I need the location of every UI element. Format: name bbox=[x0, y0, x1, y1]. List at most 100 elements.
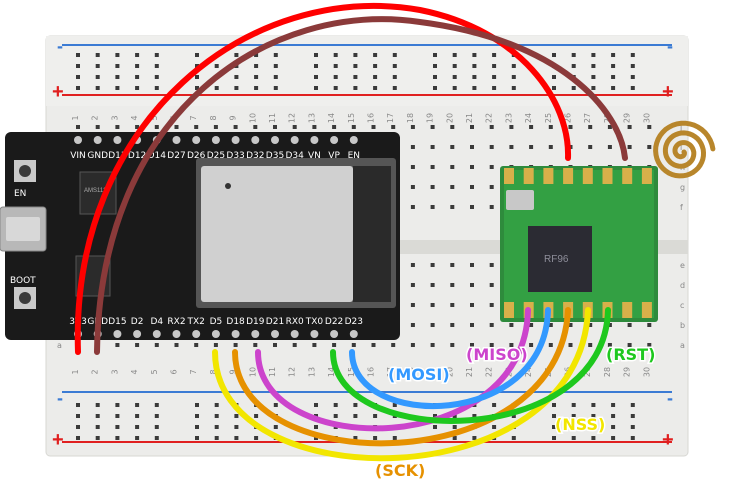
column-number: 18 bbox=[406, 113, 415, 123]
rail-hole bbox=[273, 64, 278, 68]
rail-hole bbox=[135, 425, 140, 429]
column-number: 30 bbox=[642, 113, 651, 123]
breadboard-hole bbox=[430, 125, 435, 129]
column-number: 1 bbox=[71, 369, 80, 374]
rail-hole bbox=[373, 53, 378, 57]
breadboard-hole bbox=[135, 343, 140, 347]
rail-hole bbox=[195, 436, 199, 440]
esp32-pin-label: D4 bbox=[150, 317, 163, 327]
breadboard-hole bbox=[312, 125, 317, 129]
rail-hole bbox=[630, 425, 635, 429]
rail-hole bbox=[76, 436, 80, 440]
breadboard-hole bbox=[371, 343, 376, 347]
breadboard-hole bbox=[292, 343, 297, 347]
breadboard-hole bbox=[489, 323, 494, 327]
breadboard-hole bbox=[489, 125, 494, 129]
breadboard-hole bbox=[607, 125, 612, 129]
esp32-pin bbox=[251, 136, 260, 144]
breadboard-hole bbox=[351, 343, 356, 347]
en-button: EN bbox=[14, 160, 36, 199]
rail-hole bbox=[135, 86, 140, 90]
rail-hole bbox=[314, 425, 318, 429]
column-number: 15 bbox=[347, 367, 356, 377]
esp32-pin bbox=[113, 136, 122, 144]
rail-hole bbox=[154, 64, 159, 68]
rail-hole bbox=[314, 64, 318, 68]
rail-hole bbox=[630, 436, 635, 440]
column-number: 8 bbox=[209, 115, 218, 120]
column-number: 7 bbox=[189, 369, 198, 374]
rail-hole bbox=[552, 403, 556, 407]
rail-hole bbox=[234, 86, 239, 90]
row-letter: a bbox=[57, 341, 62, 350]
rail-hole bbox=[154, 75, 159, 79]
breadboard-hole bbox=[489, 303, 494, 307]
column-number: 14 bbox=[327, 113, 336, 123]
column-number: 10 bbox=[248, 113, 257, 123]
rail-hole bbox=[273, 425, 278, 429]
breadboard-hole bbox=[253, 343, 258, 347]
label-miso: (MISO) bbox=[466, 345, 528, 364]
esp32-pin bbox=[113, 330, 122, 338]
rail-hole bbox=[571, 414, 576, 418]
rail-hole bbox=[392, 86, 397, 90]
rail-hole bbox=[630, 414, 635, 418]
rail-hole bbox=[195, 64, 199, 68]
column-number: 23 bbox=[504, 113, 513, 123]
breadboard-hole bbox=[194, 343, 199, 347]
esp32-pin bbox=[231, 330, 240, 338]
breadboard-hole bbox=[154, 125, 159, 129]
rail-hole bbox=[611, 425, 616, 429]
breadboard-hole bbox=[548, 343, 553, 347]
esp32-pin bbox=[152, 330, 161, 338]
breadboard-hole bbox=[351, 125, 356, 129]
breadboard-hole bbox=[588, 145, 593, 149]
esp32-pin bbox=[330, 330, 339, 338]
rail-hole bbox=[571, 425, 576, 429]
esp32-pin-label: VP bbox=[328, 151, 340, 161]
esp32-pin-label: VIN bbox=[70, 151, 86, 161]
rail-hole bbox=[571, 403, 576, 407]
rail-hole bbox=[452, 86, 457, 90]
rail-hole bbox=[492, 53, 497, 57]
column-number: 9 bbox=[229, 369, 238, 374]
lora-pin bbox=[504, 168, 514, 184]
rail-hole bbox=[115, 414, 120, 418]
rail-hole bbox=[433, 53, 437, 57]
rail-hole bbox=[95, 403, 100, 407]
breadboard-hole bbox=[410, 125, 415, 129]
rail-hole bbox=[333, 403, 338, 407]
breadboard-hole bbox=[647, 323, 652, 327]
esp32-pin bbox=[251, 330, 260, 338]
column-number: 21 bbox=[465, 367, 474, 377]
breadboard-hole bbox=[470, 263, 474, 267]
breadboard-hole bbox=[253, 125, 258, 129]
breadboard-hole bbox=[588, 125, 593, 129]
breadboard-hole bbox=[489, 145, 494, 149]
breadboard-hole bbox=[430, 205, 435, 209]
rail-hole bbox=[353, 75, 358, 79]
rail-hole bbox=[433, 64, 437, 68]
wire-orange-sck bbox=[232, 307, 571, 447]
breadboard-hole bbox=[410, 205, 415, 209]
rail-hole bbox=[254, 53, 259, 57]
rail-hole bbox=[154, 403, 159, 407]
breadboard-hole bbox=[450, 343, 455, 347]
rail-hole bbox=[452, 64, 457, 68]
rail-hole bbox=[254, 64, 259, 68]
breadboard-hole bbox=[509, 125, 514, 129]
label-mosi: (MOSI) bbox=[388, 365, 450, 384]
breadboard-hole bbox=[470, 185, 474, 189]
breadboard-hole bbox=[489, 205, 494, 209]
esp32-pin bbox=[310, 330, 319, 338]
breadboard-hole bbox=[548, 323, 553, 327]
esp32-pin-label: D13 bbox=[108, 151, 126, 161]
column-number: 29 bbox=[623, 367, 632, 377]
breadboard-hole bbox=[410, 343, 415, 347]
esp32-pin-label: D34 bbox=[286, 151, 305, 161]
esp32-pin bbox=[290, 330, 299, 338]
breadboard-hole bbox=[332, 125, 337, 129]
esp32-pin bbox=[310, 136, 319, 144]
